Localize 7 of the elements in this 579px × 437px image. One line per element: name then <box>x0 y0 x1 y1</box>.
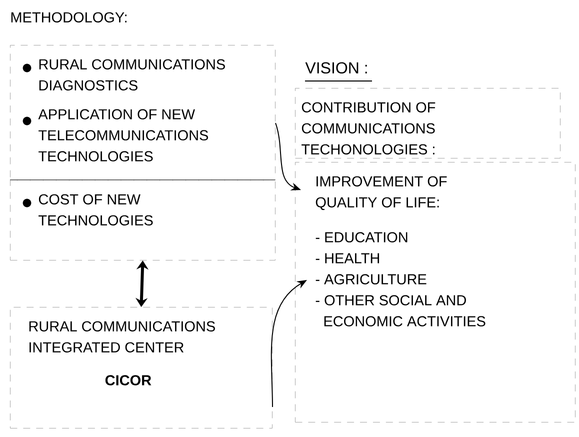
text-box: RURAL COMMUNICATIONS DIAGNOSTICS APPLICATION OF NEW TELECOMMUNICATIONS TECHNOLOGIES <box>10 45 276 180</box>
text-box: CONTRIBUTION OF COMMUNICATIONS TECHONOLOGIES : <box>295 88 560 158</box>
section-heading: METHODOLOGY: <box>11 12 127 22</box>
text-box: COST OF NEW TECHNOLOGIES <box>10 180 276 260</box>
text-box: IMPROVEMENT OF QUALITY OF LIFE: - EDUCATION - HEALTH - AGRICULTURE - OTHER SOCIAL AND ECONOMIC ACTIVITIES <box>295 162 576 422</box>
section-heading: VISION : <box>305 62 367 74</box>
text-box: RURAL COMMUNICATIONS INTEGRATED CENTER CICOR <box>10 307 272 428</box>
